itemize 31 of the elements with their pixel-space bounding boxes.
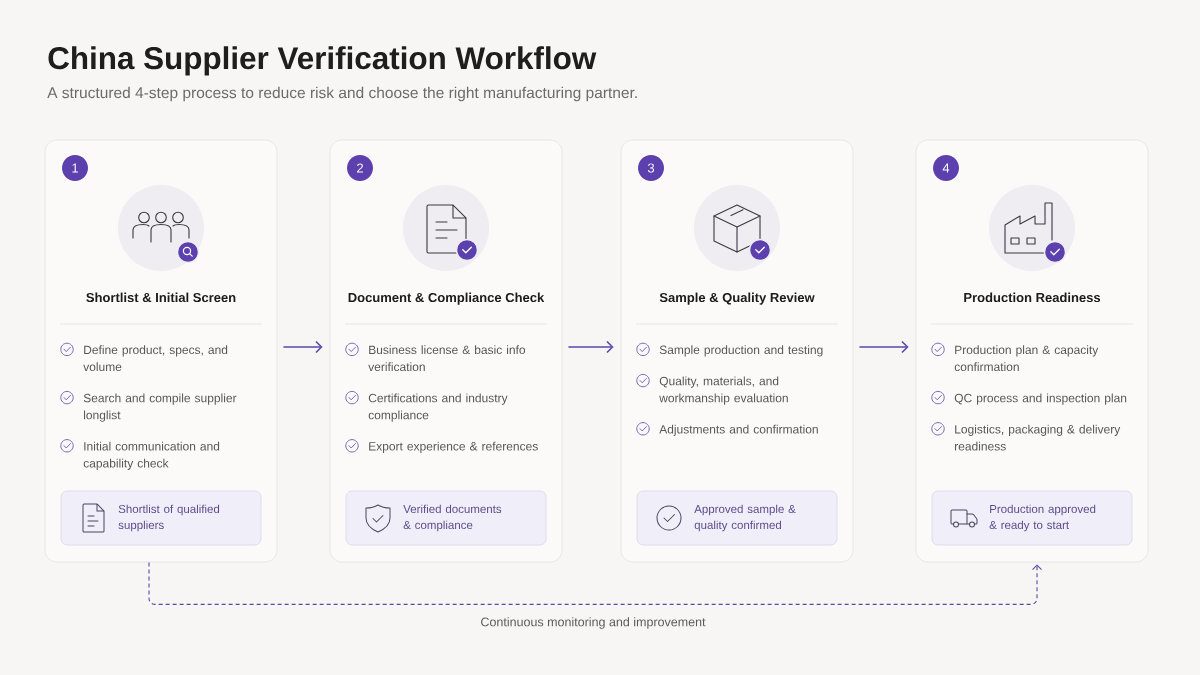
card-heading: Shortlist & Initial Screen [86,292,236,303]
subtitle: A structured 4-step process to reduce risk and choose the right manufacturing partner. [47,86,637,102]
arrow [858,340,909,354]
step-badge: 2 [347,155,373,181]
outcome-box: Shortlist of qualified suppliers [60,490,262,546]
bullet-text: Logistics, packaging & delivery readiness [955,424,1121,451]
step-badge: 1 [62,155,88,181]
outcome-box: Production approved & ready to start [931,490,1133,546]
bullet-text: Define product, specs, and volume [83,345,228,372]
bullet-text: Quality, materials, and workmanship evaluation [659,376,788,405]
bullet-text: QC process and inspection plan [954,393,1127,405]
bullet-text: Certifications and industry compliance [368,393,508,422]
card-heading: Sample & Quality Review [659,292,815,305]
bullet-text: Production plan & capacity confirmation [954,345,1099,372]
card-heading: Production Readiness [964,292,1101,303]
bullet-text: Adjustments and confirmation [659,424,818,436]
step-badge: 4 [933,155,959,181]
bullet-text: Export experience & references [369,441,538,453]
outcome-box: Verified documents & compliance [345,490,547,546]
title: China Supplier Verification Workflow [48,46,597,76]
bullet-text: Sample production and testing [659,345,823,357]
arrow [282,340,323,354]
bullet-text: Initial communication and capability check [83,441,220,470]
arrow [567,340,614,354]
edge-label: Continuous monitoring and improvement [478,615,708,631]
dashed-arrow [148,561,1043,605]
card-heading: Document & Compliance Check [348,292,545,305]
bullet-text: Business license & basic info verification [368,345,526,372]
step-badge: 3 [638,155,664,181]
outcome-box: Approved sample & quality confirmed [636,490,838,546]
bullet-text: Search and compile supplier longlist [83,393,237,422]
